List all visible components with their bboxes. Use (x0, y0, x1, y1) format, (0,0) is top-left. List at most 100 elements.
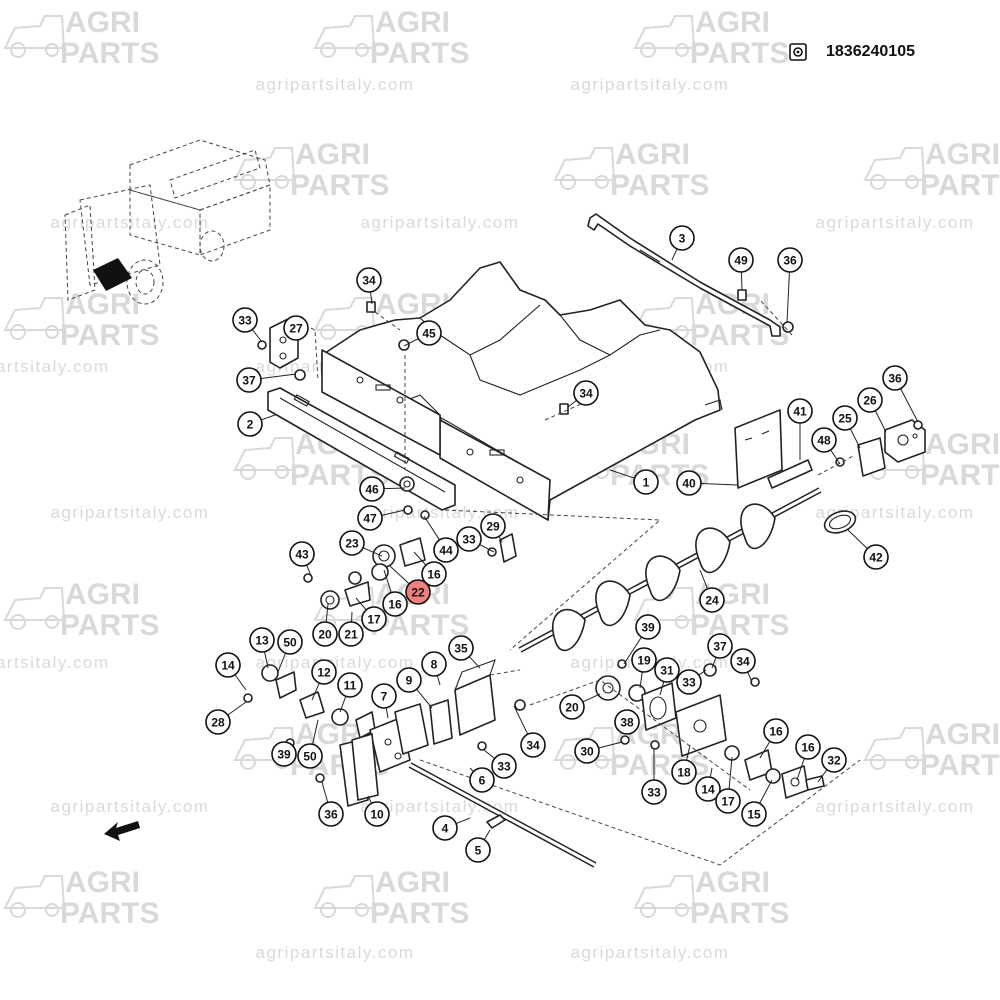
callout-4[interactable]: 4 (432, 815, 458, 841)
callout-25[interactable]: 25 (832, 405, 858, 431)
watermark-site: agripartsitaly.com (571, 75, 730, 94)
callout-2[interactable]: 2 (237, 411, 263, 437)
callout-46[interactable]: 46 (359, 476, 385, 502)
callout-33[interactable]: 33 (641, 779, 667, 805)
callout-5[interactable]: 5 (465, 837, 491, 863)
callout-27[interactable]: 27 (283, 315, 309, 341)
callout-34[interactable]: 34 (520, 732, 546, 758)
callout-33[interactable]: 33 (232, 307, 258, 333)
callout-label: 21 (344, 627, 358, 641)
callout-1[interactable]: 1 (633, 469, 659, 495)
callout-circle (364, 801, 390, 827)
callout-39[interactable]: 39 (271, 741, 297, 767)
callout-6[interactable]: 6 (469, 767, 495, 793)
callout-31[interactable]: 31 (654, 657, 680, 683)
watermark-parts: PARTS (290, 169, 389, 202)
callout-26[interactable]: 26 (857, 387, 883, 413)
callout-45[interactable]: 45 (416, 320, 442, 346)
callout-12[interactable]: 12 (311, 659, 337, 685)
callout-33[interactable]: 33 (491, 753, 517, 779)
callout-14[interactable]: 14 (695, 776, 721, 802)
callout-circle (318, 801, 344, 827)
callout-label: 11 (344, 678, 357, 692)
callout-14[interactable]: 14 (215, 652, 241, 678)
callout-label: 31 (660, 663, 674, 677)
callout-50[interactable]: 50 (277, 629, 303, 655)
callout-22[interactable]: 22 (405, 579, 431, 605)
callout-16[interactable]: 16 (795, 734, 821, 760)
callout-15[interactable]: 15 (741, 801, 767, 827)
leader-line (277, 652, 287, 673)
callout-16[interactable]: 16 (763, 718, 789, 744)
callout-39[interactable]: 39 (635, 614, 661, 640)
callout-label: 34 (526, 738, 540, 752)
callout-circle (777, 247, 803, 273)
callout-36[interactable]: 36 (777, 247, 803, 273)
callout-circle (728, 247, 754, 273)
callout-48[interactable]: 48 (811, 427, 837, 453)
callout-32[interactable]: 32 (821, 747, 847, 773)
callout-circle (205, 709, 231, 735)
watermark-site: agripartsitaly.com (0, 357, 109, 376)
callout-20[interactable]: 20 (559, 694, 585, 720)
callout-23[interactable]: 23 (339, 530, 365, 556)
callout-49[interactable]: 49 (728, 247, 754, 273)
callout-35[interactable]: 35 (448, 635, 474, 661)
callout-19[interactable]: 19 (631, 647, 657, 673)
callout-50[interactable]: 50 (297, 743, 323, 769)
watermark-parts: PARTS (60, 319, 159, 352)
callout-20[interactable]: 20 (312, 621, 338, 647)
callout-label: 42 (869, 550, 883, 564)
callout-37[interactable]: 37 (707, 633, 733, 659)
leader-line (251, 329, 263, 343)
callout-42[interactable]: 42 (863, 544, 889, 570)
callout-10[interactable]: 10 (364, 801, 390, 827)
callout-43[interactable]: 43 (289, 541, 315, 567)
callout-label: 15 (747, 807, 761, 821)
callout-circle (232, 307, 258, 333)
callout-21[interactable]: 21 (338, 621, 364, 647)
callout-label: 32 (827, 753, 841, 767)
callout-38[interactable]: 38 (614, 709, 640, 735)
callout-28[interactable]: 28 (205, 709, 231, 735)
callout-circle (297, 743, 323, 769)
callout-16[interactable]: 16 (382, 591, 408, 617)
leader-line (306, 564, 313, 579)
watermark-parts: PARTS (920, 749, 1000, 782)
callout-circle (283, 315, 309, 341)
callout-17[interactable]: 17 (715, 788, 741, 814)
callout-circle (715, 788, 741, 814)
callout-16[interactable]: 16 (421, 561, 447, 587)
callout-8[interactable]: 8 (421, 651, 447, 677)
callout-37[interactable]: 37 (236, 367, 262, 393)
callout-circle (405, 579, 431, 605)
callout-41[interactable]: 41 (787, 398, 813, 424)
callout-7[interactable]: 7 (371, 683, 397, 709)
callout-9[interactable]: 9 (396, 667, 422, 693)
callout-33[interactable]: 33 (456, 526, 482, 552)
callout-17[interactable]: 17 (361, 606, 387, 632)
callout-47[interactable]: 47 (357, 505, 383, 531)
callout-3[interactable]: 3 (669, 225, 695, 251)
callout-34[interactable]: 34 (356, 267, 382, 293)
callout-label: 3 (679, 231, 686, 245)
callout-24[interactable]: 24 (699, 587, 725, 613)
callout-36[interactable]: 36 (318, 801, 344, 827)
callout-circle (520, 732, 546, 758)
leader-line (671, 248, 678, 261)
leader-line (385, 707, 389, 719)
callout-18[interactable]: 18 (671, 759, 697, 785)
callout-11[interactable]: 11 (337, 672, 363, 698)
callout-34[interactable]: 34 (573, 380, 599, 406)
callout-40[interactable]: 40 (676, 470, 702, 496)
callout-34[interactable]: 34 (730, 648, 756, 674)
callout-29[interactable]: 29 (480, 513, 506, 539)
callout-label: 50 (283, 635, 297, 649)
callout-44[interactable]: 44 (433, 537, 459, 563)
leader-line (436, 675, 441, 686)
callout-30[interactable]: 30 (574, 738, 600, 764)
callout-33[interactable]: 33 (676, 669, 702, 695)
callout-36[interactable]: 36 (882, 365, 908, 391)
callout-13[interactable]: 13 (249, 627, 275, 653)
